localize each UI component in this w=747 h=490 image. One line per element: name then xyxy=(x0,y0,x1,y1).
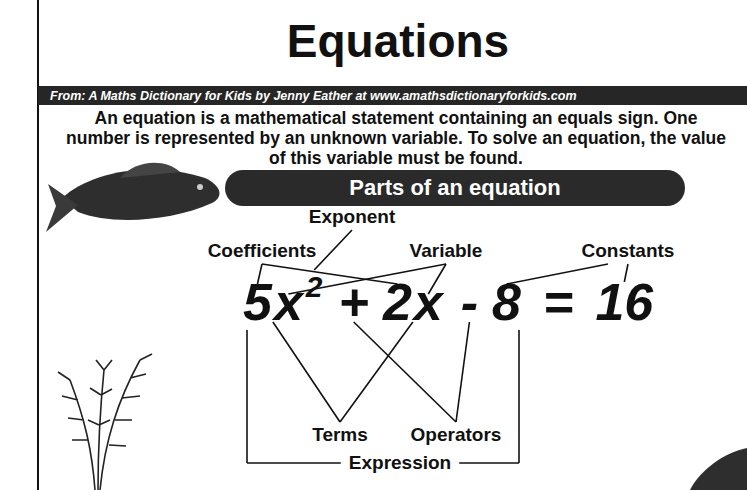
fish-body xyxy=(690,448,747,490)
definition-text: An equation is a mathematical statement … xyxy=(62,108,730,168)
leader-line xyxy=(340,322,413,422)
fish-left xyxy=(46,163,219,232)
title: Equations xyxy=(287,14,509,68)
fish-right xyxy=(690,448,747,490)
part-label: Exponent xyxy=(307,206,398,228)
heading-band: Parts of an equation xyxy=(225,170,685,206)
part-label: Operators xyxy=(409,424,504,446)
fish-tail xyxy=(46,184,78,232)
equation-symbol: 8 xyxy=(492,276,521,328)
equation-symbol: 16 xyxy=(595,276,653,328)
equation-symbol: 5 xyxy=(243,276,272,328)
equation-symbol: x xyxy=(274,276,303,328)
equation-symbol: - xyxy=(461,276,478,328)
part-label: Constants xyxy=(580,240,677,262)
leader-line xyxy=(273,322,340,422)
equation-symbol: x xyxy=(414,276,443,328)
leader-line xyxy=(354,322,456,422)
leader-line xyxy=(314,230,352,270)
fish-body xyxy=(62,169,219,220)
seaweed xyxy=(58,354,152,490)
part-label: Coefficients xyxy=(206,240,319,262)
fish-fin xyxy=(120,163,180,178)
seaweed-stem xyxy=(88,360,112,490)
part-label: Terms xyxy=(310,424,370,446)
equation: 5x2+2x-8=16 xyxy=(243,276,653,328)
bracket xyxy=(518,330,520,463)
bracket xyxy=(459,462,519,464)
band-text: Parts of an equation xyxy=(349,175,560,201)
seaweed-stem xyxy=(58,372,95,490)
bracket xyxy=(246,330,248,463)
bracket xyxy=(247,462,341,464)
equation-symbol: + xyxy=(339,276,369,328)
fish-eye xyxy=(197,184,203,190)
source-band: From: A Maths Dictionary for Kids by Jen… xyxy=(38,86,747,105)
seaweed-stem xyxy=(100,354,152,490)
part-label: Variable xyxy=(408,240,485,262)
band-text: From: A Maths Dictionary for Kids by Jen… xyxy=(50,89,577,103)
leader-line xyxy=(456,322,469,422)
equation-symbol: = xyxy=(543,276,573,328)
exponent-digit: 2 xyxy=(306,272,323,302)
margin-rule xyxy=(37,0,39,490)
equation-symbol: 2 xyxy=(383,276,412,328)
part-label: Expression xyxy=(347,452,453,474)
